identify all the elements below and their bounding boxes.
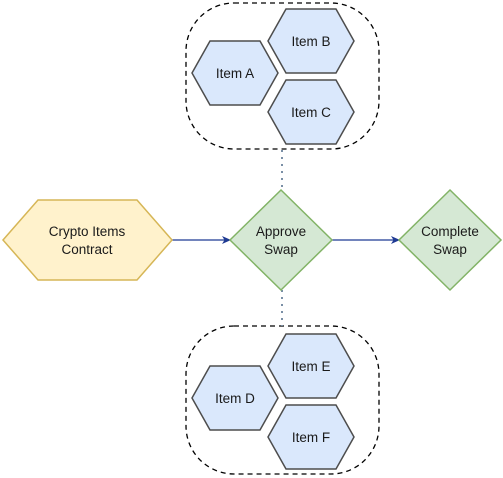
approve-swap-node[interactable]: Approve Swap (228, 188, 334, 292)
item-d-node[interactable]: Item D (191, 365, 279, 431)
item-d-label: Item D (215, 391, 255, 406)
item-f-node[interactable]: Item F (267, 404, 355, 470)
item-c-label: Item C (291, 105, 331, 120)
item-b-label: Item B (291, 34, 330, 49)
contract-label-line2: Contract (61, 242, 112, 257)
item-f-shape (267, 404, 355, 470)
item-e-shape (267, 333, 355, 399)
item-a-node[interactable]: Item A (191, 40, 279, 106)
complete-swap-shape (397, 188, 503, 292)
complete-swap-label-line2: Swap (433, 242, 467, 257)
approve-swap-shape (228, 188, 334, 292)
item-f-label: Item F (292, 430, 330, 445)
item-e-node[interactable]: Item E (267, 333, 355, 399)
item-c-node[interactable]: Item C (267, 79, 355, 145)
contract-label-line1: Crypto Items (49, 224, 126, 239)
item-b-shape (267, 8, 355, 74)
item-e-label: Item E (291, 359, 330, 374)
approve-swap-label-line2: Swap (264, 242, 298, 257)
approve-swap-label-line1: Approve (256, 224, 306, 239)
top-group-container (185, 2, 380, 150)
complete-swap-label-line1: Complete (421, 224, 479, 239)
contract-shape (2, 199, 173, 281)
contract-node[interactable]: Crypto Items Contract (2, 199, 173, 281)
item-c-shape (267, 79, 355, 145)
item-a-label: Item A (216, 66, 254, 81)
item-b-node[interactable]: Item B (267, 8, 355, 74)
item-a-shape (191, 40, 279, 106)
item-d-shape (191, 365, 279, 431)
complete-swap-node[interactable]: Complete Swap (397, 188, 503, 292)
